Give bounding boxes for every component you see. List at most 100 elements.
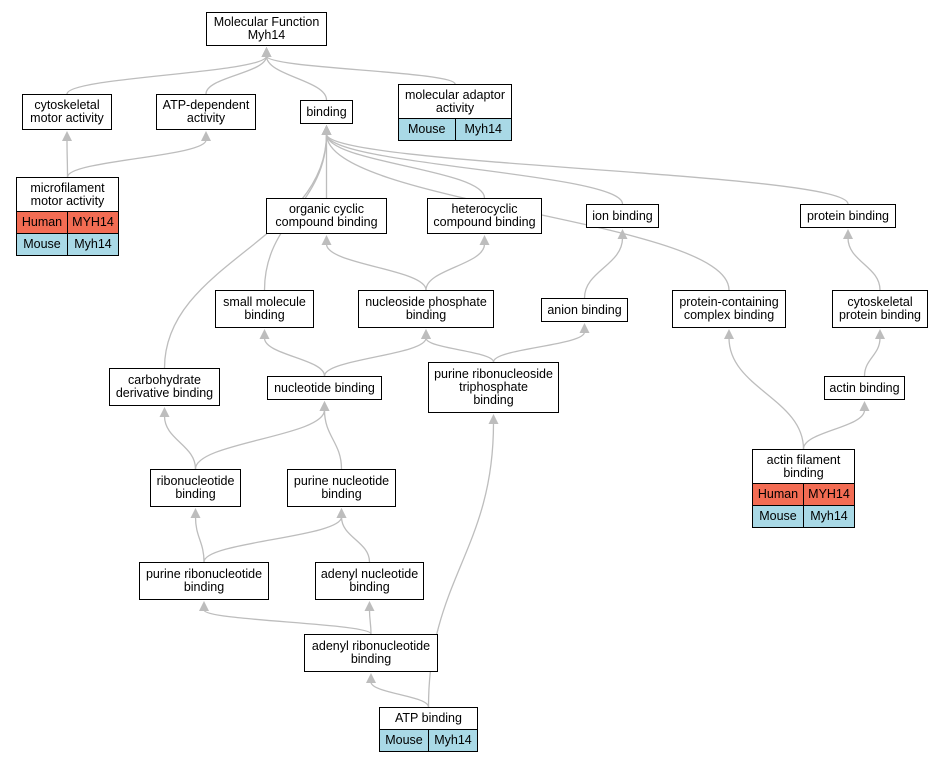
edge-actin_filament-to-actin_binding — [802, 409, 866, 450]
node-label: nucleotide binding — [274, 380, 375, 395]
edge-nucleotide_binding-to-nucleoside_phosphate — [323, 337, 427, 377]
edge-atp_dependent-to-molecular_function — [205, 55, 268, 95]
gene-symbol: MYH14 — [67, 212, 118, 233]
arrowhead — [859, 401, 870, 411]
arrowhead — [843, 229, 853, 239]
edge-nucleoside_phosphate-to-organic_cyclic — [325, 243, 427, 291]
node-label: anion binding — [547, 302, 622, 317]
edge-purine_rnts-to-nucleoside_phosphate — [425, 337, 495, 363]
node-purine-nucleotide[interactable]: purine nucleotide binding — [287, 469, 396, 507]
gene-row-mouse: Mouse Myh14 — [17, 233, 118, 255]
edge-purine_nucleotide-to-nucleotide_binding — [323, 409, 343, 470]
edge-atp_binding-to-purine_rnts — [427, 422, 495, 708]
node-protein-complex[interactable]: protein-containing complex binding — [672, 290, 786, 328]
edge-carbohydrate_derivative-to-binding — [163, 133, 328, 369]
gene-row-mouse: Mouse Myh14 — [380, 729, 477, 751]
node-small-molecule[interactable]: small molecule binding — [215, 290, 314, 328]
edge-microfilament_motor-to-atp_dependent — [66, 139, 207, 178]
edge-adenyl_ribonucleotide-to-purine_ribonucleotide — [203, 609, 372, 635]
arrowhead — [479, 235, 490, 245]
node-organic-cyclic[interactable]: organic cyclic compound binding — [266, 198, 387, 234]
node-adenyl-nucleotide[interactable]: adenyl nucleotide binding — [315, 562, 424, 600]
arrowhead — [62, 131, 72, 141]
gene-symbol: Myh14 — [67, 234, 118, 255]
node-nucleoside-phosphate[interactable]: nucleoside phosphate binding — [358, 290, 494, 328]
node-adenyl-ribonucleotide[interactable]: adenyl ribonucleotide binding — [304, 634, 438, 672]
arrowhead — [319, 401, 330, 411]
node-carbohydrate-derivative[interactable]: carbohydrate derivative binding — [109, 368, 220, 406]
node-label: actin binding — [829, 380, 900, 395]
node-label: purine nucleotide binding — [293, 474, 390, 501]
node-label: binding — [306, 104, 347, 119]
gene-symbol: MYH14 — [803, 484, 854, 505]
arrowhead — [321, 125, 332, 135]
node-cytoskeletal-motor[interactable]: cytoskeletal motor activity — [22, 94, 112, 130]
edge-anion_binding-to-ion_binding — [583, 237, 624, 299]
node-purine-rnts[interactable]: purine ribonucleoside triphosphate bindi… — [428, 362, 559, 413]
node-binding[interactable]: binding — [300, 100, 353, 124]
edge-ion_binding-to-binding — [325, 133, 624, 205]
arrowhead — [261, 47, 272, 57]
node-heterocyclic[interactable]: heterocyclic compound binding — [427, 198, 542, 234]
arrowhead — [336, 508, 347, 518]
gene-symbol: Myh14 — [454, 119, 512, 140]
species-label: Mouse — [759, 509, 797, 523]
node-label: heterocyclic compound binding — [433, 202, 536, 229]
edge-cytoskeletal_protein-to-protein_binding — [847, 237, 881, 291]
node-nucleotide-binding[interactable]: nucleotide binding — [267, 376, 382, 400]
node-label: molecular adaptor activity — [404, 87, 506, 115]
edge-purine_rnts-to-anion_binding — [492, 331, 586, 363]
node-label: ATP binding — [395, 711, 462, 725]
species-label: Mouse — [23, 237, 61, 251]
edge-microfilament_motor-to-cytoskeletal_motor — [66, 139, 69, 178]
edge-actin_binding-to-cytoskeletal_protein — [863, 337, 881, 377]
node-protein-binding[interactable]: protein binding — [800, 204, 896, 228]
node-label: ATP-dependent activity — [162, 98, 250, 125]
gene-symbol: Myh14 — [428, 730, 477, 751]
node-cytoskeletal-protein[interactable]: cytoskeletal protein binding — [832, 290, 928, 328]
node-label: organic cyclic compound binding — [275, 202, 378, 229]
node-label: purine ribonucleotide binding — [145, 567, 263, 594]
arrowhead — [201, 131, 211, 141]
edge-protein_binding-to-binding — [325, 133, 849, 205]
species-label: Mouse — [385, 733, 423, 747]
gene-row-mouse: Mouse Myh14 — [399, 118, 511, 140]
node-label: adenyl ribonucleotide binding — [311, 639, 431, 666]
arrowhead — [159, 407, 170, 417]
species-label: Mouse — [407, 122, 446, 136]
edge-molecular_adaptor-to-molecular_function — [265, 55, 456, 85]
node-atp-dependent[interactable]: ATP-dependent activity — [156, 94, 256, 130]
edge-ribonucleotide-to-nucleotide_binding — [194, 409, 326, 470]
node-label: adenyl nucleotide binding — [320, 567, 419, 594]
node-purine-ribonucleotide[interactable]: purine ribonucleotide binding — [139, 562, 269, 600]
arrowhead — [724, 329, 734, 339]
edge-adenyl_nucleotide-to-purine_nucleotide — [340, 516, 371, 563]
arrowhead — [364, 601, 375, 611]
node-label: small molecule binding — [223, 295, 306, 322]
arrowhead — [199, 601, 209, 611]
node-actin-binding[interactable]: actin binding — [824, 376, 905, 400]
node-anion-binding[interactable]: anion binding — [541, 298, 628, 322]
edge-nucleoside_phosphate-to-heterocyclic — [425, 243, 486, 291]
node-ribonucleotide[interactable]: ribonucleotide binding — [150, 469, 241, 507]
arrowhead — [259, 329, 270, 339]
edge-atp_binding-to-adenyl_ribonucleotide — [370, 681, 430, 708]
edge-cytoskeletal_motor-to-molecular_function — [66, 55, 268, 95]
arrowhead — [488, 414, 499, 424]
edge-purine_ribonucleotide-to-ribonucleotide — [194, 516, 205, 563]
arrowhead — [875, 329, 885, 339]
node-molecular-function[interactable]: Molecular Function Myh14 — [206, 12, 327, 46]
species-label: Human — [21, 215, 63, 229]
node-label: ion binding — [592, 208, 653, 223]
arrowhead — [421, 329, 431, 339]
node-label: carbohydrate derivative binding — [115, 373, 214, 400]
node-ion-binding[interactable]: ion binding — [586, 204, 659, 228]
arrowhead — [190, 508, 201, 518]
